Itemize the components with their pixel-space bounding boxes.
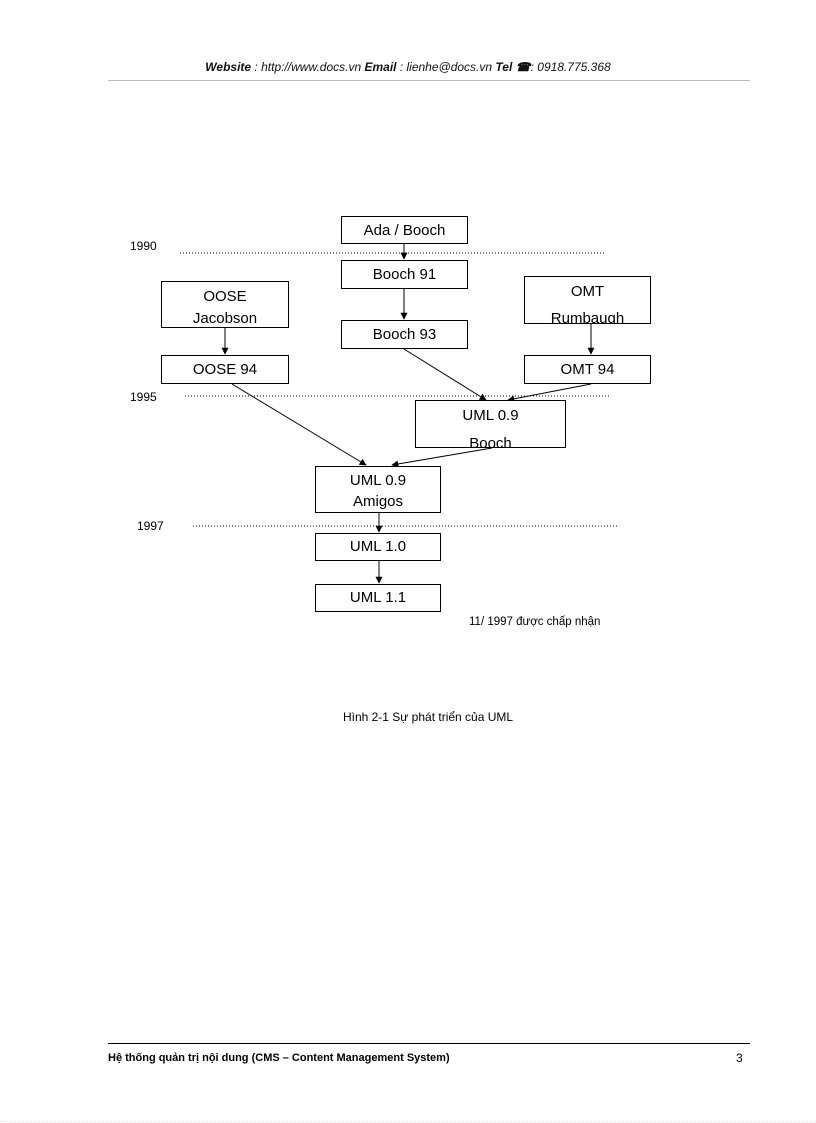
- acceptance-note: 11/ 1997 được chấp nhận: [469, 616, 601, 628]
- box-uml10-label: UML 1.0: [349, 538, 407, 555]
- arrow-booch93-to-uml09b: [403, 348, 487, 401]
- page-header: Website : http://www.docs.vn Email : lie…: [0, 60, 816, 74]
- box-omt-line2: Rumbaugh: [550, 310, 625, 324]
- uml-history-diagram: [180, 244, 618, 584]
- box-uml09-booch: UML 0.9 Booch: [415, 400, 566, 448]
- box-oose94-label: OOSE 94: [192, 361, 258, 378]
- box-uml11-label: UML 1.1: [349, 589, 407, 606]
- page-bottom-border: [0, 1121, 816, 1122]
- box-uml09-amigos: UML 0.9 Amigos: [315, 466, 441, 513]
- arrow-uml09b-to-uml09a: [391, 447, 493, 468]
- box-oose-line2: Jacobson: [192, 310, 258, 327]
- box-booch91-label: Booch 91: [372, 266, 437, 283]
- arrow-oose94-to-uml09a: [231, 383, 367, 466]
- footer-divider: [108, 1043, 750, 1044]
- box-uml09b-line2: Booch: [469, 435, 512, 448]
- phone-icon: ☎: [515, 60, 531, 74]
- year-label-1990: 1990: [130, 239, 157, 253]
- figure-caption: Hình 2-1 Sự phát triển của UML: [342, 710, 514, 724]
- box-uml10: UML 1.0: [315, 533, 441, 561]
- year-label-1995: 1995: [130, 390, 157, 404]
- box-oose-jacobson: OOSE Jacobson: [161, 281, 289, 328]
- box-oose-line1: OOSE: [203, 288, 247, 305]
- box-uml11: UML 1.1: [315, 584, 441, 612]
- box-ada-booch-label: Ada / Booch: [363, 222, 446, 239]
- box-booch93: Booch 93: [341, 320, 468, 349]
- box-omt94-label: OMT 94: [560, 361, 615, 378]
- email-value: : lienhe@docs.vn: [396, 60, 496, 74]
- arrow-omt94-to-uml09b: [507, 383, 592, 403]
- box-uml09b-line1: UML 0.9: [462, 407, 519, 424]
- page-number: 3: [736, 1051, 743, 1065]
- header-divider: [108, 80, 750, 81]
- year-label-1997: 1997: [137, 519, 164, 533]
- tel-value: : 0918.775.368: [530, 60, 611, 74]
- box-omt94: OMT 94: [524, 355, 651, 384]
- website-value: : http://www.docs.vn: [251, 60, 365, 74]
- box-uml09a-line1: UML 0.9: [349, 472, 407, 489]
- box-ada-booch: Ada / Booch: [341, 216, 468, 244]
- box-booch91: Booch 91: [341, 260, 468, 289]
- box-uml09a-line2: Amigos: [352, 493, 404, 510]
- footer-title: Hệ thống quản trị nội dung (CMS – Conten…: [108, 1052, 450, 1064]
- box-oose94: OOSE 94: [161, 355, 289, 384]
- box-omt-rumbaugh: OMT Rumbaugh: [524, 276, 651, 324]
- box-omt-line1: OMT: [570, 283, 605, 300]
- tel-label: Tel: [495, 60, 513, 74]
- website-label: Website: [205, 60, 252, 74]
- box-booch93-label: Booch 93: [372, 326, 437, 343]
- email-label: Email: [364, 60, 397, 74]
